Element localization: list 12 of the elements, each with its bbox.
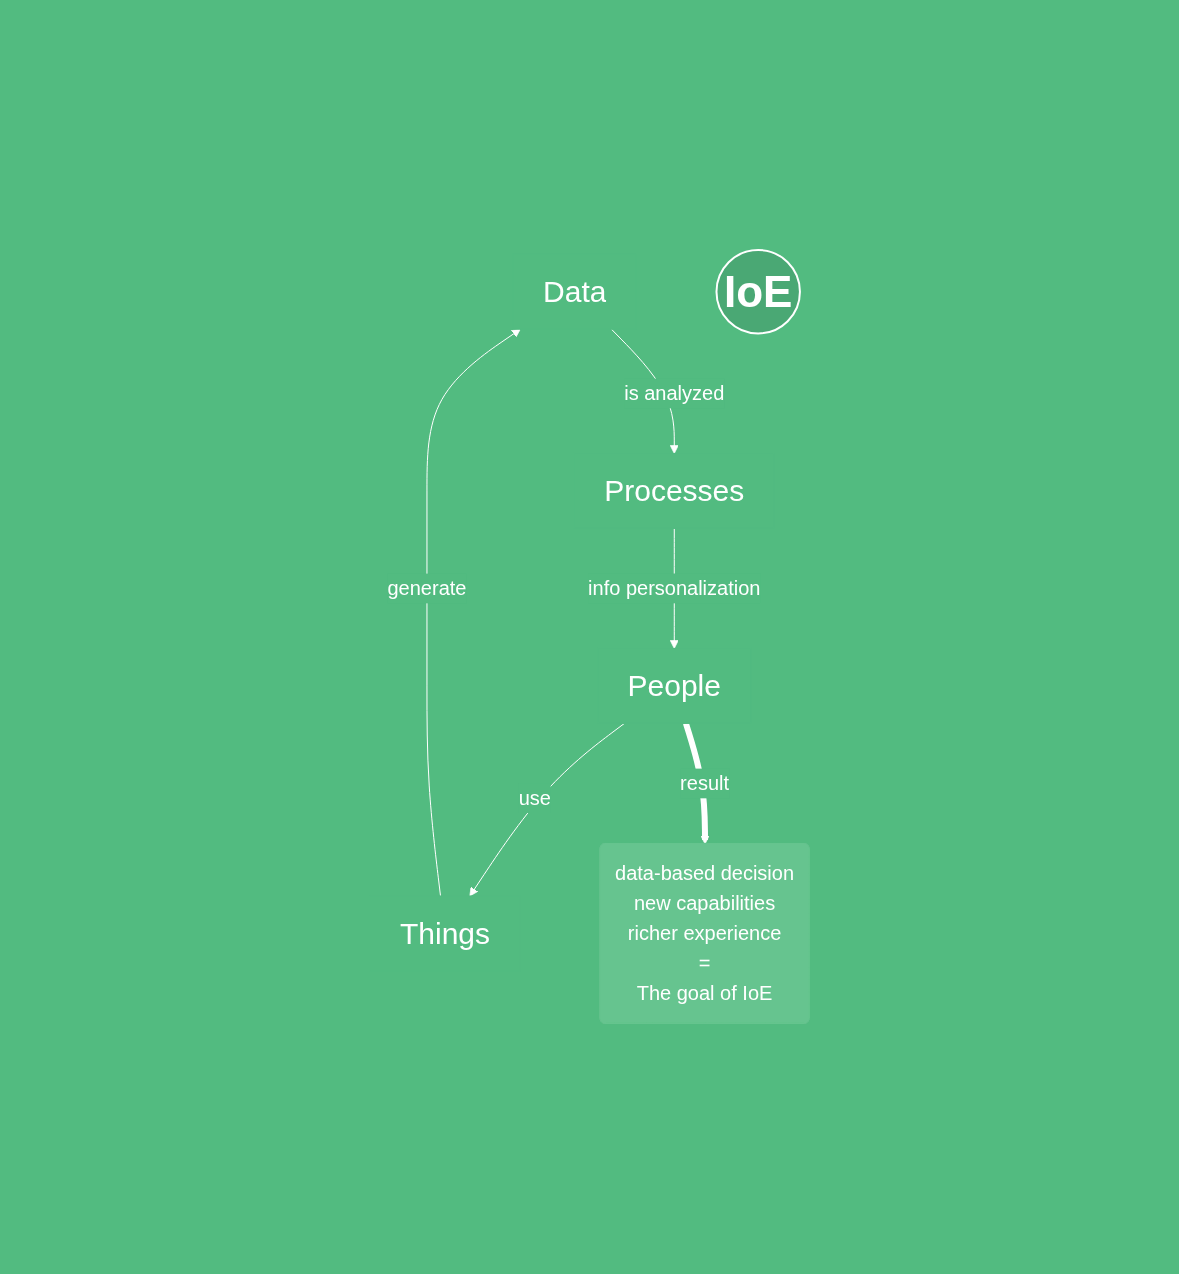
edge-label: generate — [387, 577, 467, 600]
node-text: People — [627, 669, 721, 703]
edge-label: is analyzed — [624, 382, 725, 405]
node-text: Data — [543, 275, 607, 309]
node-text: Processes — [604, 474, 745, 508]
node-text: Things — [399, 917, 491, 951]
edge-label: info personalization — [588, 577, 761, 600]
arrow — [426, 329, 521, 897]
edge-label: result — [680, 772, 729, 795]
node-circle: IoE — [715, 249, 801, 335]
arrow — [469, 723, 625, 897]
edge-label: use — [518, 787, 551, 810]
